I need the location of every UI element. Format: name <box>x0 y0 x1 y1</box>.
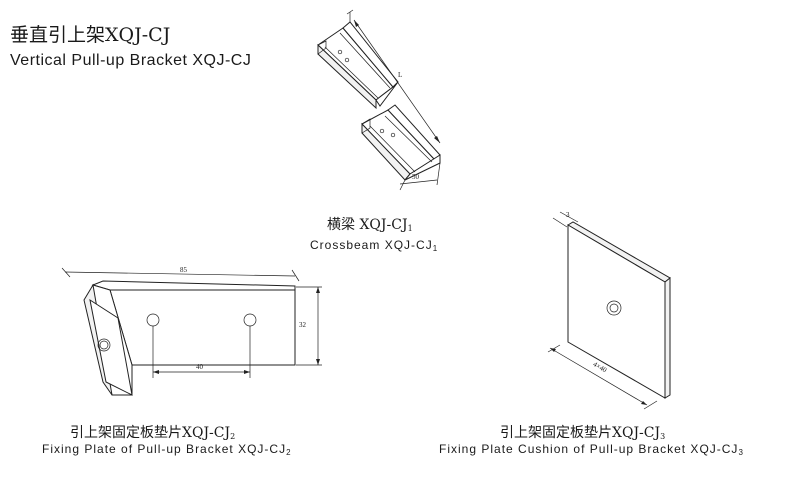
cushion-subscript: 3 <box>660 432 666 441</box>
dim-top-label: 85 <box>180 266 188 274</box>
fixing-plate-en-text: Fixing Plate of Pull-up Bracket XQJ-CJ <box>42 442 287 456</box>
crossbeam-caption-english: Crossbeam XQJ-CJ1 <box>310 238 438 253</box>
cushion-caption-english: Fixing Plate Cushion of Pull-up Bracket … <box>439 442 744 457</box>
fixing-plate-caption-english: Fixing Plate of Pull-up Bracket XQJ-CJ2 <box>42 442 292 457</box>
crossbeam-en-text: Crossbeam XQJ-CJ <box>310 238 433 252</box>
dim-holes-label: 40 <box>196 363 204 371</box>
dim-thickness-label: 3 <box>566 211 570 219</box>
dim-length-label: L <box>398 71 402 79</box>
cushion-cn-text: 引上架固定板垫片 <box>500 425 612 441</box>
crossbeam-caption-chinese: 横梁 XQJ-CJ1 <box>327 214 413 234</box>
crossbeam-width-dimension: 50 <box>399 162 441 191</box>
crossbeam-code: XQJ-CJ <box>359 217 408 233</box>
crossbeam-cn-text: 横梁 <box>327 217 355 233</box>
page-title-english: Vertical Pull-up Bracket XQJ-CJ <box>10 52 252 69</box>
dim-side-label: 32 <box>299 321 307 329</box>
cushion-code: XQJ-CJ <box>612 425 661 441</box>
crossbeam-subscript: 1 <box>407 224 413 233</box>
cushion-caption-chinese: 引上架固定板垫片XQJ-CJ3 <box>500 422 665 442</box>
page-title-chinese: 垂直引上架XQJ-CJ <box>10 20 170 47</box>
cushion-plate-drawing: 3 4×40 <box>547 211 671 410</box>
title-code: XQJ-CJ <box>105 24 171 46</box>
fixing-plate-en-subscript: 2 <box>286 448 292 457</box>
fixing-plate-code: XQJ-CJ <box>182 425 231 441</box>
crossbeam-length-dimension: L <box>353 19 441 144</box>
crossbeam-upper-segment <box>317 9 399 110</box>
fixing-plate-caption-chinese: 引上架固定板垫片XQJ-CJ2 <box>70 422 235 442</box>
fixing-plate-subscript: 2 <box>230 432 236 441</box>
cushion-en-subscript: 3 <box>738 448 744 457</box>
title-cn-text: 垂直引上架 <box>10 24 106 46</box>
cushion-en-text: Fixing Plate Cushion of Pull-up Bracket … <box>439 442 739 456</box>
dim-width-label: 50 <box>412 173 420 181</box>
fixing-plate-cn-text: 引上架固定板垫片 <box>70 425 182 441</box>
fixing-plate-drawing: 85 40 <box>61 266 322 396</box>
crossbeam-lower-segment <box>361 104 441 181</box>
crossbeam-en-subscript: 1 <box>432 244 439 253</box>
